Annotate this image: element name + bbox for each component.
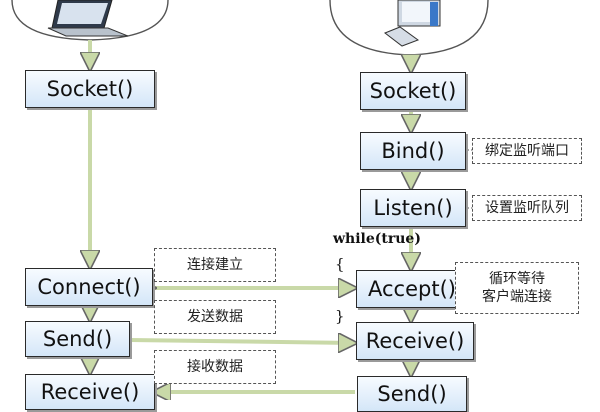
server-accept-step: Accept() bbox=[356, 270, 468, 308]
server-computer-icon bbox=[329, 0, 489, 56]
client-receive-label: Receive() bbox=[40, 380, 140, 404]
while-loop-label: while(true) bbox=[333, 231, 421, 247]
client-connect-label: Connect() bbox=[37, 275, 141, 299]
socket-flow-diagram bbox=[11, 0, 489, 400]
accept-note-line2: 客户端连接 bbox=[482, 289, 552, 305]
client-send-label: Send() bbox=[42, 327, 113, 351]
accept-note: 循环等待 客户端连接 bbox=[455, 262, 579, 314]
loop-close-brace: } bbox=[335, 307, 345, 325]
server-socket-label: Socket() bbox=[369, 79, 457, 103]
arrow-icon bbox=[129, 340, 354, 343]
accept-note-line1: 循环等待 bbox=[489, 271, 545, 287]
client-send-step: Send() bbox=[25, 321, 130, 357]
listen-note: 设置监听队列 bbox=[472, 195, 582, 221]
receive-note: 接收数据 bbox=[154, 350, 276, 384]
server-socket-step: Socket() bbox=[360, 72, 466, 110]
client-connect-step: Connect() bbox=[25, 268, 153, 306]
connect-note: 连接建立 bbox=[154, 248, 276, 282]
bind-note: 绑定监听端口 bbox=[472, 138, 582, 164]
server-listen-label: Listen() bbox=[373, 196, 453, 220]
server-receive-step: Receive() bbox=[356, 322, 474, 360]
send-note-text: 发送数据 bbox=[187, 309, 243, 325]
server-send-step: Send() bbox=[357, 376, 467, 412]
server-bind-label: Bind() bbox=[381, 139, 445, 163]
client-socket-label: Socket() bbox=[46, 77, 134, 101]
listen-note-text: 设置监听队列 bbox=[485, 200, 569, 216]
server-receive-label: Receive() bbox=[365, 329, 465, 353]
server-listen-step: Listen() bbox=[360, 189, 466, 227]
server-send-label: Send() bbox=[377, 382, 447, 406]
server-bind-step: Bind() bbox=[360, 132, 466, 170]
loop-open-brace: { bbox=[335, 255, 345, 273]
connect-note-text: 连接建立 bbox=[187, 257, 243, 273]
client-computer-icon bbox=[11, 0, 169, 41]
server-accept-label: Accept() bbox=[368, 277, 456, 301]
send-note: 发送数据 bbox=[154, 300, 276, 334]
client-socket-step: Socket() bbox=[25, 70, 155, 108]
bind-note-text: 绑定监听端口 bbox=[485, 143, 569, 159]
client-receive-step: Receive() bbox=[25, 374, 155, 410]
receive-note-text: 接收数据 bbox=[187, 359, 243, 375]
